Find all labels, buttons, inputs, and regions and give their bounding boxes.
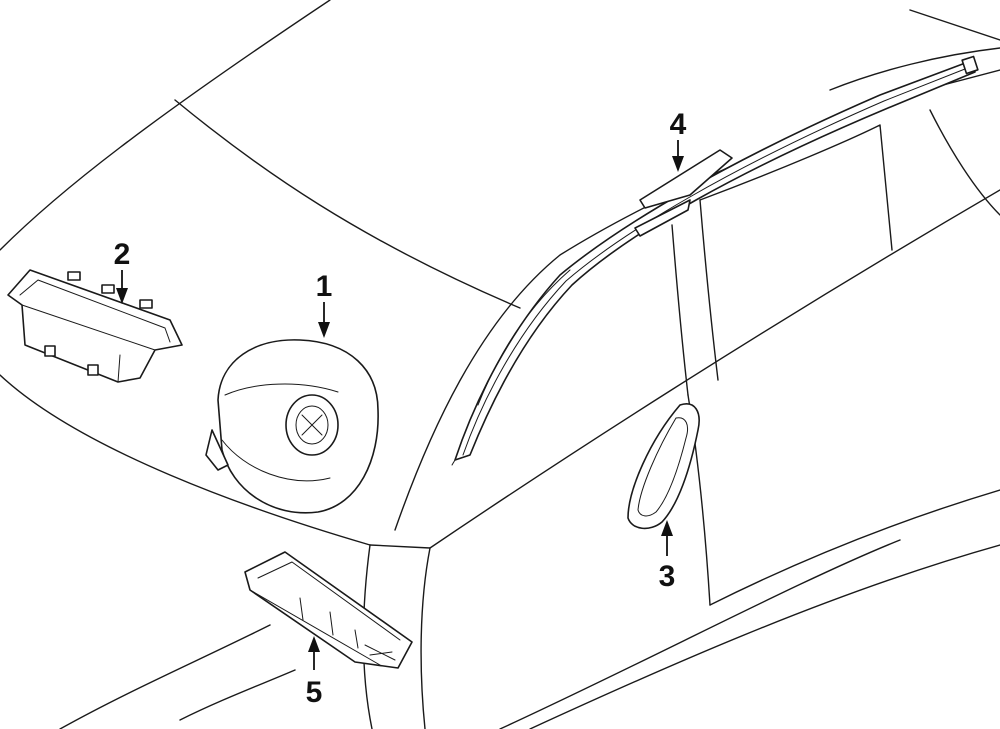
curtain-airbag-part (451, 55, 979, 466)
knee-airbag-part (244, 551, 413, 669)
callout-5: 5 (306, 636, 323, 709)
driver-airbag-part (205, 339, 379, 514)
callout-1: 1 (316, 270, 333, 338)
callout-label-3: 3 (659, 560, 676, 593)
callout-2: 2 (114, 238, 131, 304)
callout-4: 4 (670, 108, 687, 172)
callout-label-1: 1 (316, 270, 333, 303)
callout-label-2: 2 (114, 238, 131, 271)
callout-label-5: 5 (306, 676, 323, 709)
passenger-airbag-part (7, 269, 183, 383)
callout-label-4: 4 (670, 108, 687, 141)
side-airbag-part (627, 403, 700, 530)
callout-3: 3 (659, 520, 676, 593)
